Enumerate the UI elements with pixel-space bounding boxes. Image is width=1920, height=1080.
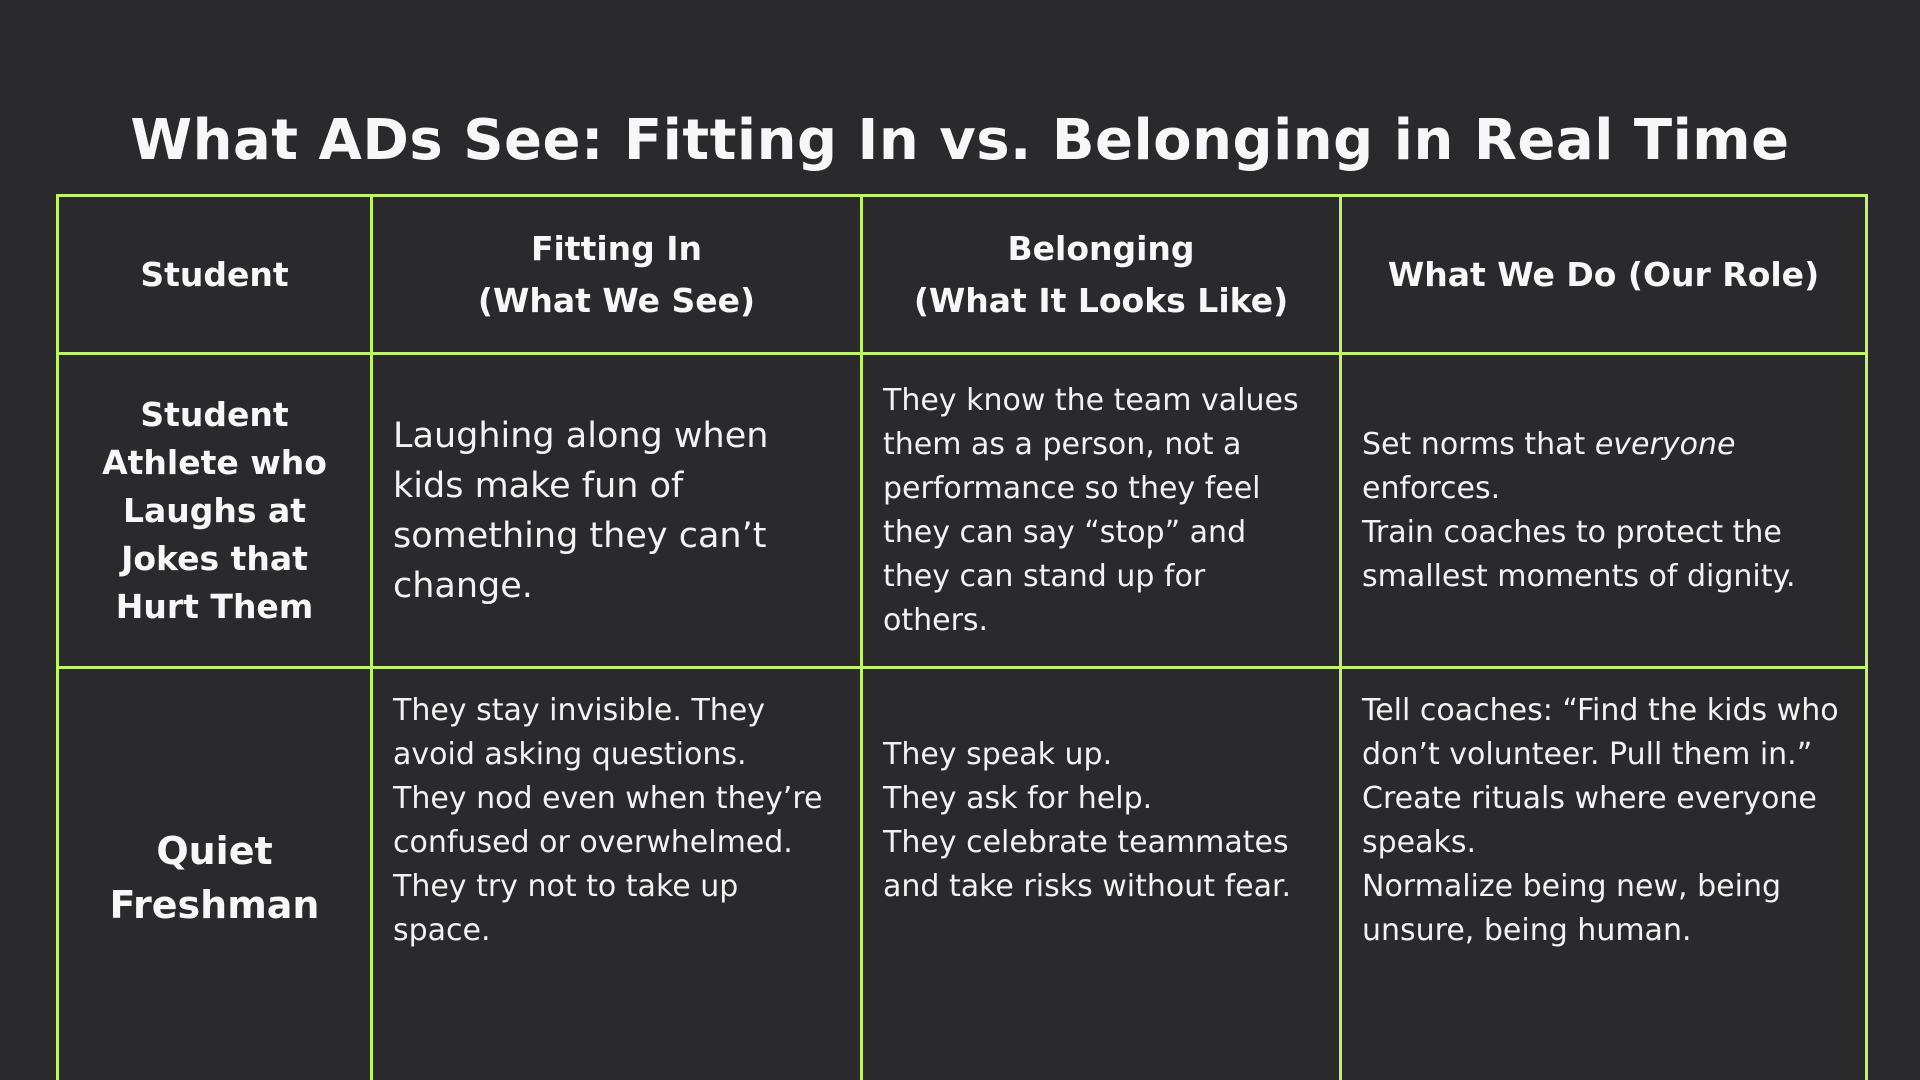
header-label: Student xyxy=(140,254,289,294)
cell-line: Create rituals where everyone speaks. xyxy=(1362,781,1817,860)
role-text: Set norms that xyxy=(1362,426,1595,462)
cell-line: They stay invisible. They avoid asking q… xyxy=(393,693,766,772)
role-emphasis: everyone xyxy=(1594,426,1736,462)
role-line: Train coaches to protect the smallest mo… xyxy=(1362,514,1796,594)
student-cell: Quiet Freshman xyxy=(56,666,373,1080)
cell-line: Normalize being new, being unsure, being… xyxy=(1362,869,1782,948)
role-text: enforces. xyxy=(1362,470,1501,506)
cell-line: They try not to take up space. xyxy=(393,869,739,948)
role-cell: Tell coaches: “Find the kids who don’t v… xyxy=(1339,666,1868,1080)
table-row: Student Athlete who Laughs at Jokes that… xyxy=(56,352,1868,669)
belonging-cell: They know the team values them as a pers… xyxy=(860,352,1342,669)
header-label: What We Do (Our Role) xyxy=(1387,254,1820,294)
cell-line: They ask for help. xyxy=(883,781,1153,816)
cell-line: They celebrate teammates and take risks … xyxy=(883,825,1292,904)
fitting-in-cell: Laughing along when kids make fun of som… xyxy=(370,352,863,669)
table-row: Quiet Freshman They stay invisible. They… xyxy=(56,666,1868,1080)
belonging-cell: They speak up. They ask for help. They c… xyxy=(860,666,1342,1080)
header-fitting-in: Fitting In (What We See) xyxy=(370,194,863,355)
role-line: Set norms that everyone enforces. xyxy=(1362,423,1845,511)
header-student: Student xyxy=(56,194,373,355)
cell-line: Tell coaches: “Find the kids who don’t v… xyxy=(1362,693,1839,772)
cell-line: They nod even when they’re confused or o… xyxy=(393,781,823,860)
page-title: What ADs See: Fitting In vs. Belonging i… xyxy=(130,108,1790,173)
student-cell: Student Athlete who Laughs at Jokes that… xyxy=(56,352,373,669)
role-cell: Set norms that everyone enforces. Train … xyxy=(1339,352,1868,669)
cell-line: They speak up. xyxy=(883,737,1113,772)
header-sublabel: (What It Looks Like) xyxy=(913,280,1289,320)
header-label: Belonging xyxy=(1007,228,1195,268)
table-header-row: Student Fitting In (What We See) Belongi… xyxy=(56,194,1868,355)
header-our-role: What We Do (Our Role) xyxy=(1339,194,1868,355)
header-sublabel: (What We See) xyxy=(477,280,756,320)
fitting-in-cell: They stay invisible. They avoid asking q… xyxy=(370,666,863,1080)
header-belonging: Belonging (What It Looks Like) xyxy=(860,194,1342,355)
comparison-table: Student Fitting In (What We See) Belongi… xyxy=(56,194,1868,1080)
header-label: Fitting In xyxy=(530,228,703,268)
